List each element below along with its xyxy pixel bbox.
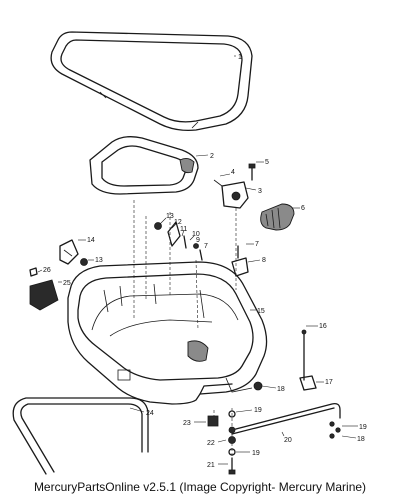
callout-25: 25 [63, 280, 71, 287]
callout-4: 4 [231, 169, 235, 176]
part-15-bottom-cowl [67, 261, 268, 405]
part-5-screw [248, 163, 256, 181]
callout-21: 21 [207, 462, 215, 469]
callout-1: 1 [238, 54, 242, 61]
part-18-nut [253, 381, 263, 391]
callout-labels: 1 2 3 4 5 6 7 8 13 12 11 10 9 7 14 13 26… [43, 54, 367, 469]
callout-11: 11 [180, 226, 187, 233]
callout-13-upper: 13 [166, 213, 174, 220]
part-17-clip [299, 375, 317, 391]
lower-hardware-stack [228, 410, 236, 475]
small-hardware-group [154, 221, 203, 261]
part-6-rubber-mount [260, 203, 295, 231]
callout-14: 14 [87, 237, 95, 244]
callout-26: 26 [43, 267, 51, 274]
callout-19-lower: 19 [252, 450, 260, 457]
callout-7: 7 [255, 241, 259, 248]
callout-22: 22 [207, 440, 215, 447]
part-23-clip [207, 415, 219, 427]
callout-13-lower: 13 [95, 257, 103, 264]
part-13-grommet [80, 258, 88, 266]
callout-2: 2 [210, 153, 214, 160]
part-25-cover [29, 279, 59, 311]
callout-3: 3 [258, 188, 262, 195]
callout-16: 16 [319, 323, 327, 330]
callout-19-right: 19 [359, 424, 367, 431]
callout-15: 15 [257, 308, 265, 315]
right-hardware [329, 421, 341, 439]
callout-23: 23 [183, 420, 191, 427]
part-2-seal-frame [89, 136, 199, 195]
callout-6: 6 [301, 205, 305, 212]
callout-18-right: 18 [357, 436, 365, 443]
part-3-bracket [213, 179, 249, 209]
callout-24: 24 [146, 410, 154, 417]
part-20-linkage-rod [228, 402, 341, 435]
callout-19-upper: 19 [254, 407, 262, 414]
callout-18-upper: 18 [277, 386, 285, 393]
part-26-pin [29, 267, 38, 277]
callout-8: 8 [262, 257, 266, 264]
part-16-rod [301, 329, 307, 381]
leader-lines [37, 55, 358, 465]
callout-12: 12 [174, 219, 182, 226]
callout-9: 9 [196, 237, 200, 244]
callout-20: 20 [284, 437, 292, 444]
part-8-bracket [231, 245, 249, 277]
callout-17: 17 [325, 379, 333, 386]
image-copyright-caption: MercuryPartsOnline v2.5.1 (Image Copyrig… [33, 480, 367, 494]
callout-10: 10 [192, 231, 200, 238]
part-24-hose [12, 397, 149, 475]
callout-7-lower: 7 [204, 243, 208, 250]
callout-5: 5 [265, 159, 269, 166]
part-1-top-seal [50, 31, 253, 132]
part-14-latch [59, 239, 79, 265]
